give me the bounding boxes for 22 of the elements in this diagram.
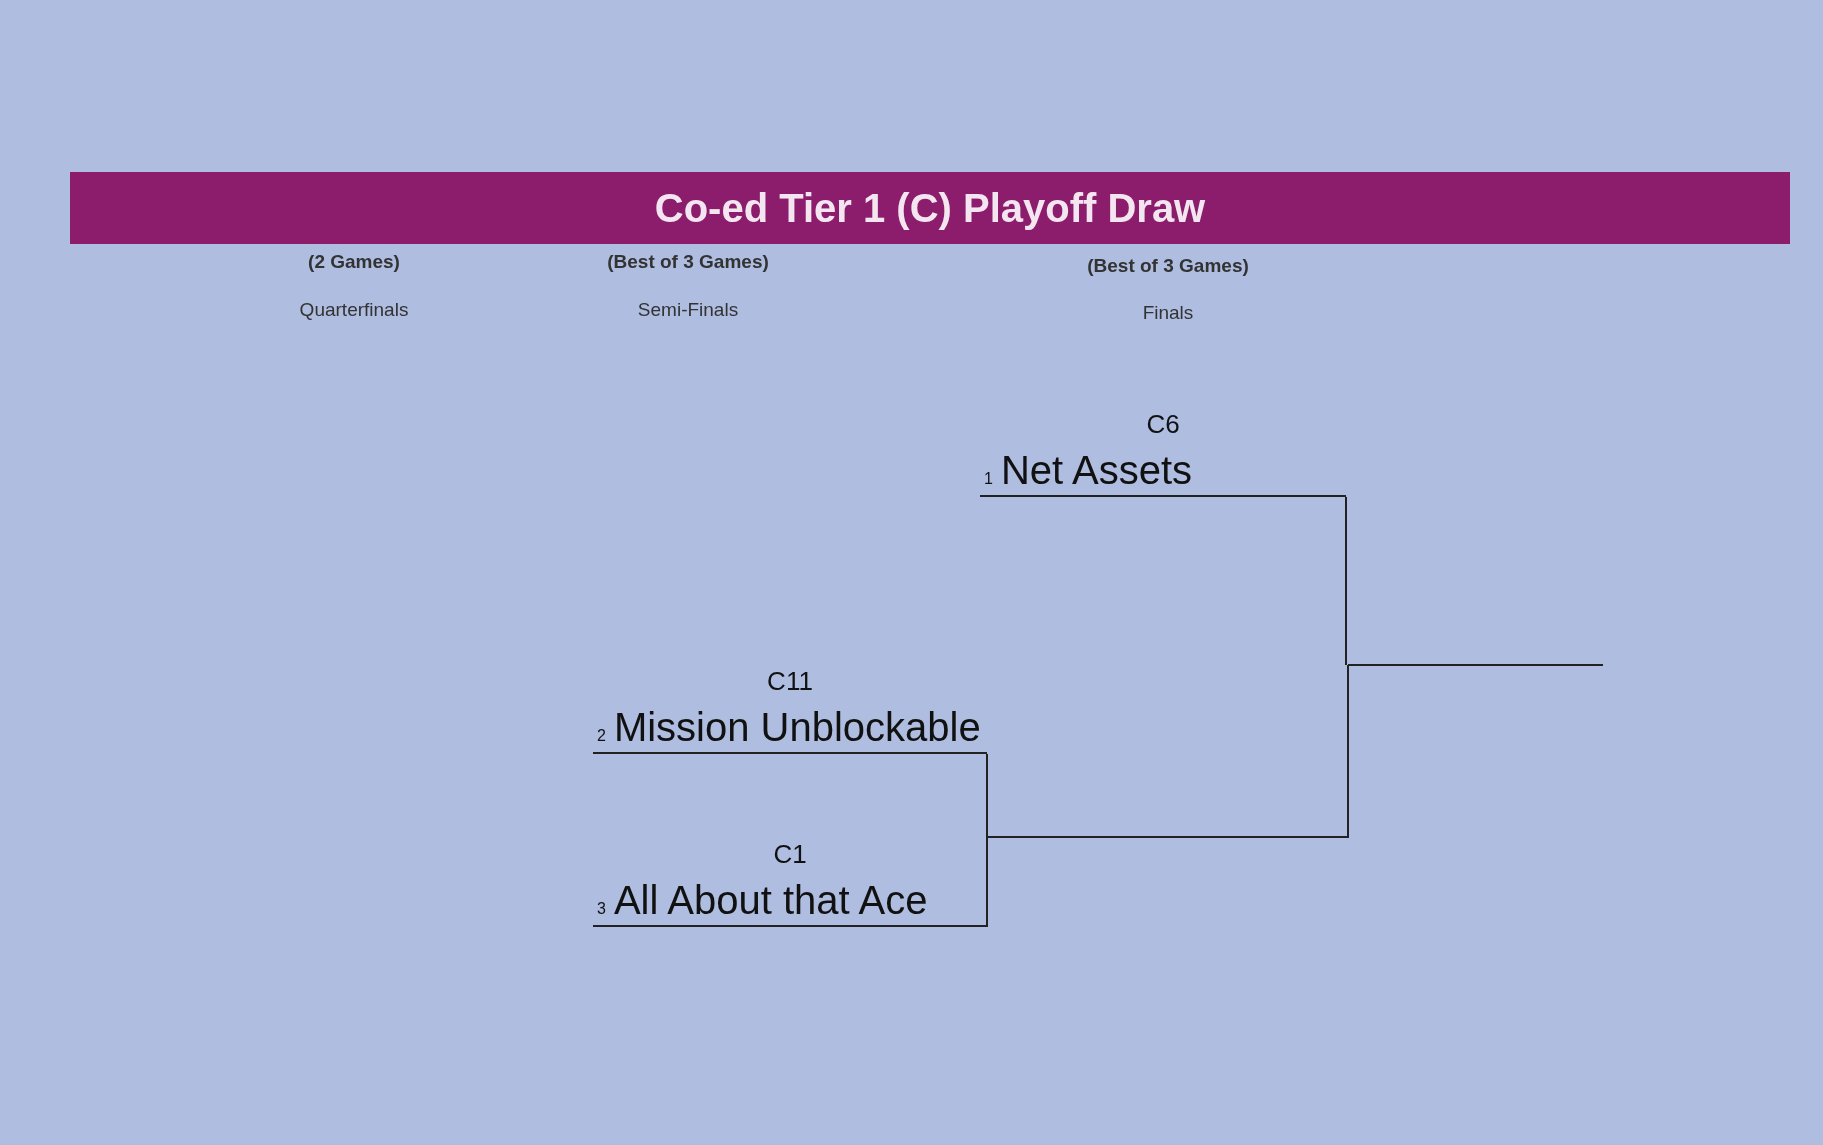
title: Co-ed Tier 1 (C) Playoff Draw: [654, 185, 1206, 232]
seed-number: 1: [984, 469, 993, 489]
seed-number: 2: [597, 726, 606, 746]
column-label: (Best of 3 Games): [1087, 254, 1249, 278]
team-name: Net Assets: [1000, 447, 1193, 494]
bracket-line: [1347, 664, 1349, 839]
column-label: Finals: [1142, 301, 1194, 325]
team-name: All About that Ace: [613, 877, 928, 924]
bracket-line: [1345, 496, 1347, 666]
bracket-line: [986, 753, 988, 838]
bracket-slot-line: [1348, 664, 1603, 666]
team-code: C6: [1146, 411, 1180, 437]
team-code: C11: [767, 668, 813, 694]
team-name: Mission Unblockable: [613, 704, 981, 751]
column-label: Semi-Finals: [637, 298, 739, 322]
bracket-slot-line: [987, 836, 1348, 838]
column-label: (Best of 3 Games): [607, 250, 769, 274]
column-label: Quarterfinals: [299, 298, 409, 322]
seed-number: 3: [597, 899, 606, 919]
column-label: (2 Games): [308, 250, 400, 274]
team-code: C1: [773, 841, 807, 867]
bracket-line: [986, 836, 988, 928]
